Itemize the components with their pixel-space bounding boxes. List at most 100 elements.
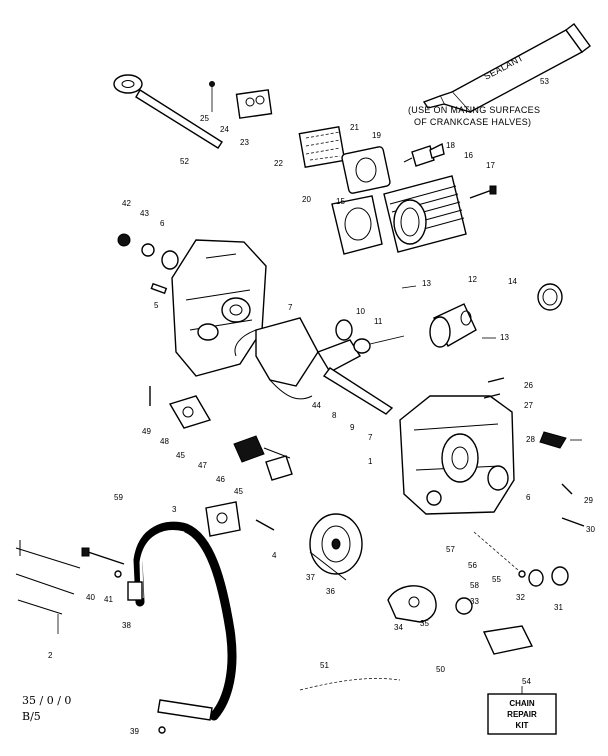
- sealant-note-line2: OF CRANKCASE HALVES): [414, 117, 531, 127]
- crankcase-screw-icon: [483, 377, 585, 527]
- callout-50: 50: [436, 665, 445, 674]
- handwritten-note: 35 / 0 / 0: [22, 694, 71, 707]
- callout-9: 9: [350, 423, 355, 432]
- callout-6-left: 6: [160, 219, 165, 228]
- callout-29: 29: [584, 496, 593, 505]
- crankcase-half-right-icon: [399, 395, 515, 515]
- oil-pump-icon: [539, 431, 582, 449]
- sprocket-icon: [387, 585, 473, 623]
- callout-54: 54: [522, 677, 531, 686]
- muffler-gasket-icon: [341, 146, 391, 194]
- callout-37: 37: [306, 573, 315, 582]
- callout-45-upper: 45: [176, 451, 185, 460]
- callout-39: 39: [130, 727, 139, 736]
- callout-35: 35: [420, 619, 429, 628]
- washer-icon: [518, 566, 569, 587]
- callout-30: 30: [586, 525, 595, 534]
- callout-7-upper: 7: [288, 303, 293, 312]
- callout-13-lower: 13: [500, 333, 509, 342]
- clutch-drum-icon: [309, 513, 363, 581]
- callout-45-lower: 45: [234, 487, 243, 496]
- callout-42: 42: [122, 199, 131, 208]
- coil-icon: [233, 435, 293, 481]
- scrench-tool-icon: [113, 74, 223, 149]
- kit-label-line2: REPAIR: [507, 710, 537, 719]
- piston-icon: [401, 285, 496, 348]
- callout-59: 59: [114, 493, 123, 502]
- callout-58: 58: [470, 581, 479, 590]
- callout-17: 17: [486, 161, 495, 170]
- callout-16: 16: [464, 151, 473, 160]
- callout-32: 32: [516, 593, 525, 602]
- callout-49: 49: [142, 427, 151, 436]
- cylinder-bolt-icon: [469, 185, 497, 199]
- needle-bearing-icon: [335, 319, 405, 354]
- spur-sprocket-icon: [482, 625, 534, 655]
- callout-28: 28: [526, 435, 535, 444]
- callout-13-upper: 13: [422, 279, 431, 288]
- callout-26: 26: [524, 381, 533, 390]
- chain-repair-kit-box: CHAIN REPAIR KIT: [487, 686, 557, 735]
- callout-8: 8: [332, 411, 337, 420]
- callout-23: 23: [240, 138, 249, 147]
- callout-53: 53: [540, 77, 549, 86]
- callout-51: 51: [320, 661, 329, 670]
- cylinder-gasket-icon: [331, 195, 383, 255]
- callout-52: 52: [180, 157, 189, 166]
- callout-47: 47: [198, 461, 207, 470]
- callout-2: 2: [48, 651, 53, 660]
- callout-labels: 1 2 3 4 5 6 6 7 7 8 9 10 11 12 13 13 14 …: [48, 77, 595, 736]
- callout-19: 19: [372, 131, 381, 140]
- crankcase-half-left-icon: [171, 239, 267, 377]
- muffler-icon: [209, 81, 273, 119]
- callout-40: 40: [86, 593, 95, 602]
- chain-icon: [299, 531, 519, 691]
- callout-56: 56: [468, 561, 477, 570]
- guide-bar-icon: [15, 540, 81, 634]
- flywheel-bracket-icon: [205, 501, 275, 537]
- callout-57: 57: [446, 545, 455, 554]
- callout-21: 21: [350, 123, 359, 132]
- callout-3: 3: [172, 505, 177, 514]
- seal-and-bearing-icon: [117, 233, 179, 295]
- callout-48: 48: [160, 437, 169, 446]
- callout-15: 15: [336, 197, 345, 206]
- handle-bar-icon: [127, 521, 237, 721]
- callout-14: 14: [508, 277, 517, 286]
- spark-arrestor-screen-icon: [298, 125, 346, 169]
- callout-4: 4: [272, 551, 277, 560]
- callout-11: 11: [374, 317, 383, 326]
- callout-24: 24: [220, 125, 229, 134]
- callout-27: 27: [524, 401, 533, 410]
- callout-1: 1: [368, 457, 373, 466]
- kit-label-line3: KIT: [516, 721, 529, 730]
- callout-12: 12: [468, 275, 477, 284]
- cylinder-icon: [383, 175, 467, 253]
- sealant-tube-icon: SEALANT: [422, 23, 591, 113]
- callout-31: 31: [554, 603, 563, 612]
- handle-bolt-icon: [81, 547, 166, 734]
- callout-41: 41: [104, 595, 113, 604]
- ignition-module-icon: [149, 386, 212, 429]
- crankshaft-icon: [234, 317, 394, 415]
- callout-55: 55: [492, 575, 501, 584]
- callout-7-lower: 7: [368, 433, 373, 442]
- sealant-note-line1: (USE ON MATING SURFACES: [408, 105, 540, 115]
- page-code: B/5: [22, 710, 41, 723]
- piston-ring-icon: [537, 283, 563, 311]
- callout-22: 22: [274, 159, 283, 168]
- callout-20: 20: [302, 195, 311, 204]
- callout-46: 46: [216, 475, 225, 484]
- spark-plug-icon: [403, 142, 445, 167]
- callout-6-right: 6: [526, 493, 531, 502]
- callout-5: 5: [154, 301, 159, 310]
- callout-34: 34: [394, 623, 403, 632]
- callout-18: 18: [446, 141, 455, 150]
- callout-10: 10: [356, 307, 365, 316]
- callout-33: 33: [470, 597, 479, 606]
- callout-38: 38: [122, 621, 131, 630]
- callout-25: 25: [200, 114, 209, 123]
- kit-label-line1: CHAIN: [509, 699, 535, 708]
- callout-44: 44: [312, 401, 321, 410]
